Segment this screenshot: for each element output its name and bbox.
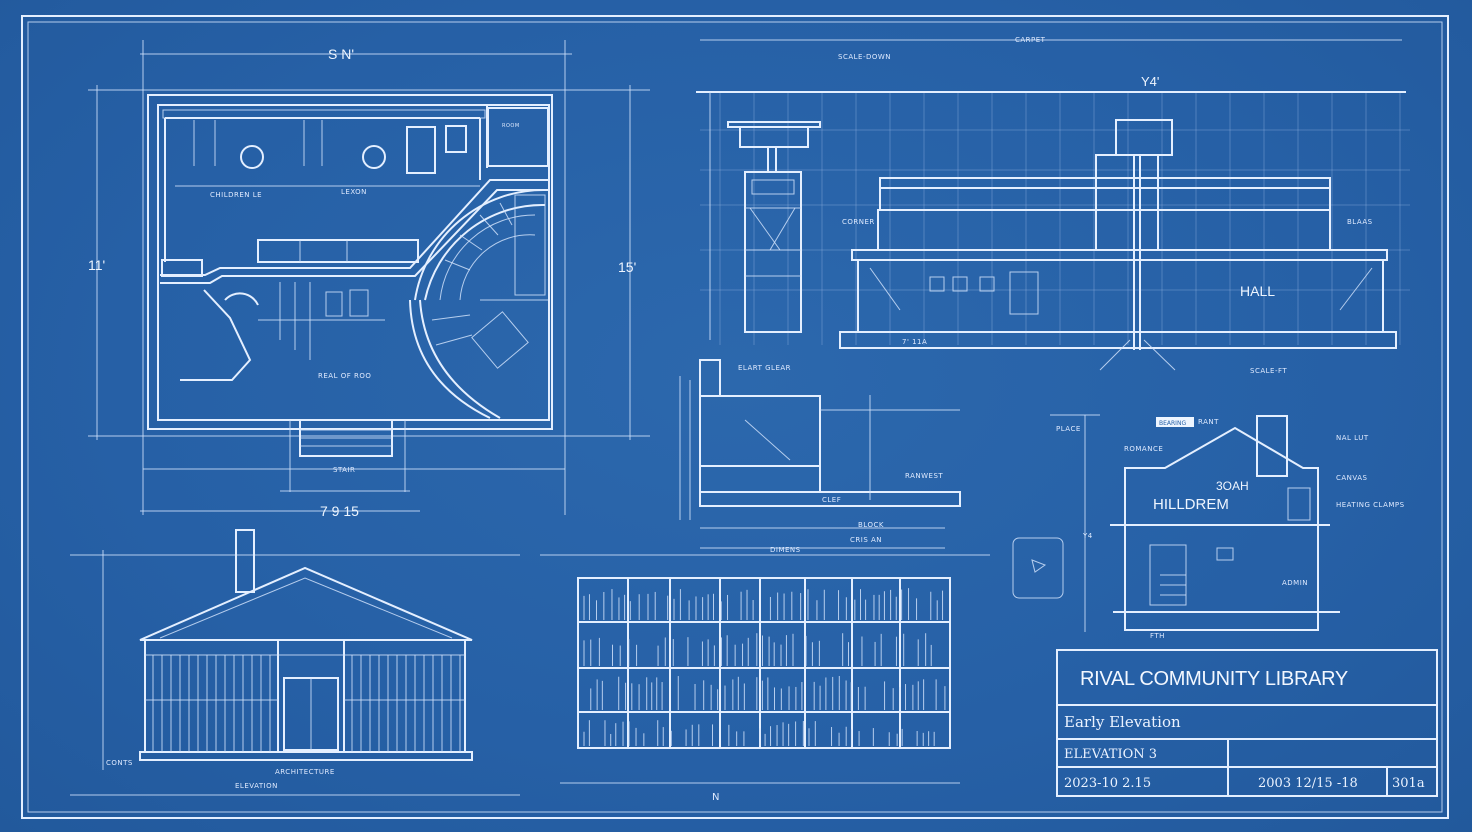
dim-bottom-label: 7 9 15: [320, 503, 359, 519]
house-label-bottom2: ELEVATION: [235, 782, 278, 790]
stair-label: STAIR: [333, 466, 355, 474]
elevation-base-dim: 7' 11A: [902, 338, 927, 346]
mid-note-3: BLOCK: [858, 521, 884, 529]
elevation-base-note: SCALE-FT: [1250, 367, 1287, 375]
hall-label: HALL: [1240, 283, 1275, 299]
section-label-canvas: CANVAS: [1336, 474, 1368, 482]
date-revised: 2003 12/15 -18: [1258, 776, 1358, 791]
section-label-roof: RANT: [1198, 418, 1219, 426]
mid-note-5: DIMENS: [770, 546, 801, 554]
window-mullions: [145, 654, 465, 752]
front-elevation: CARPET SCALE-DOWN Y4' ELART GLEAR CORNER…: [696, 36, 1410, 375]
bookshelf-elevation: N: [540, 554, 990, 803]
elevation-grid: [700, 92, 1410, 345]
drawing-subtitle: Early Elevation: [1064, 713, 1181, 731]
room-label-lexon: LEXON: [341, 188, 367, 196]
bookshelf-label: N: [712, 792, 720, 803]
title-block: RIVAL COMMUNITY LIBRARY Early Elevation …: [1056, 649, 1438, 797]
elevation-scale-note: SCALE-DOWN: [838, 53, 891, 61]
outer-border: [21, 15, 1449, 819]
section-label-heating: HEATING CLAMPS: [1336, 501, 1405, 509]
section-label-nal: NAL LUT: [1336, 434, 1369, 442]
house-elevation: CONTS ARCHITECTURE ELEVATION: [70, 529, 520, 796]
mid-section-detail: RANWEST CLEF BLOCK CRIS AN DIMENS: [679, 359, 961, 554]
section-label-tooltip: BEARING: [1159, 420, 1186, 427]
elevation-label-right: BLAAS: [1347, 218, 1373, 226]
dim-left-label: 11': [88, 257, 105, 273]
tower-note: ELART GLEAR: [738, 364, 791, 372]
room-label-children: CHILDREN LE: [210, 191, 262, 199]
mid-note-2: CLEF: [822, 496, 841, 504]
section-label-admin: ADMIN: [1282, 579, 1308, 587]
house-label-left: CONTS: [106, 759, 133, 767]
section-room-label: 3OAH: [1216, 479, 1249, 493]
right-section-detail: PLACE RANT BEARING ROMANCE NAL LUT CANVA…: [1012, 414, 1405, 640]
tag-box: [1156, 417, 1194, 427]
room-label-small: ROOM: [502, 123, 520, 129]
mid-note-4: CRIS AN: [850, 536, 882, 544]
shelf-grid: [578, 578, 950, 748]
floor-plan: S N' 11' 15' CHILDREN LE LEXON ROOM: [88, 40, 650, 519]
dim-right-label: 15': [618, 259, 636, 275]
mid-note-1: RANWEST: [905, 472, 943, 480]
house-label-bottom: ARCHITECTURE: [275, 768, 335, 776]
section-main-label: HILLDREM: [1153, 496, 1229, 513]
inner-border: [27, 21, 1443, 813]
date-issued: 2023-10 2.15: [1064, 776, 1151, 791]
elevation-label-left: CORNER: [842, 218, 875, 226]
section-label-basement: ROMANCE: [1124, 445, 1163, 453]
project-title: RIVAL COMMUNITY LIBRARY: [1080, 668, 1348, 690]
elevation-height-mark: Y4': [1141, 74, 1159, 89]
sheet-name: ELEVATION 3: [1064, 747, 1157, 762]
room-label-main: REAL OF ROO: [318, 372, 371, 380]
section-label-foot: FTH: [1150, 632, 1165, 640]
sheet-number: 301a: [1392, 776, 1425, 791]
section-label-place: PLACE: [1056, 425, 1081, 433]
dim-top-label: S N': [328, 46, 354, 62]
section-label-dim: Y4: [1082, 532, 1093, 540]
elevation-dim-top: CARPET: [1015, 36, 1046, 44]
